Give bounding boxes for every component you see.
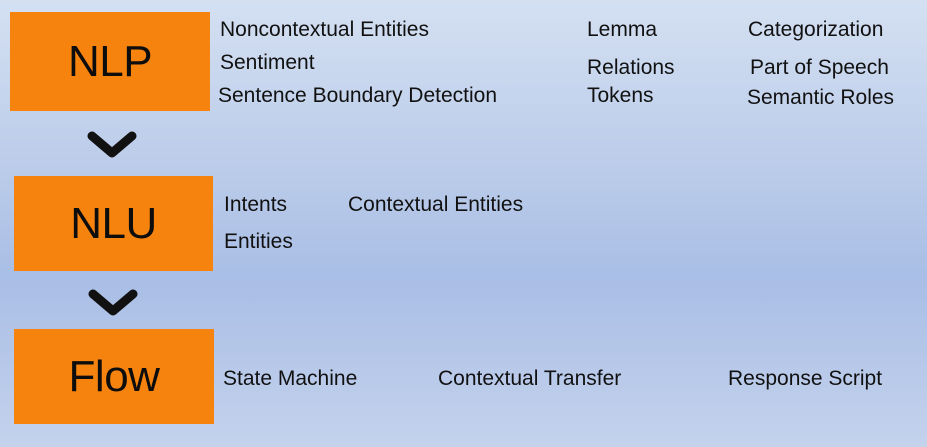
nlp-item-relations: Relations bbox=[587, 56, 675, 79]
stage-box-flow: Flow bbox=[14, 329, 214, 424]
nlp-item-part-of-speech: Part of Speech bbox=[750, 56, 889, 79]
nlp-item-tokens: Tokens bbox=[587, 84, 654, 107]
chevron-down-icon bbox=[87, 131, 137, 158]
nlu-item-entities: Entities bbox=[224, 230, 293, 253]
flow-item-contextual-transfer: Contextual Transfer bbox=[438, 367, 622, 390]
nlp-item-categorization: Categorization bbox=[748, 18, 884, 41]
stage-box-nlu: NLU bbox=[14, 176, 213, 271]
nlp-item-noncontextual-entities: Noncontextual Entities bbox=[220, 18, 429, 41]
stage-label-nlp: NLP bbox=[67, 36, 153, 86]
nlp-item-sentiment: Sentiment bbox=[220, 51, 315, 74]
flow-item-response-script: Response Script bbox=[728, 367, 883, 390]
nlp-item-lemma: Lemma bbox=[587, 18, 658, 41]
nlu-item-contextual-entities: Contextual Entities bbox=[348, 193, 524, 216]
stage-label-flow: Flow bbox=[68, 351, 160, 401]
nlp-item-sentence-boundary-detection: Sentence Boundary Detection bbox=[218, 84, 498, 107]
nlp-item-semantic-roles: Semantic Roles bbox=[747, 86, 895, 109]
chevron-down-icon bbox=[88, 289, 138, 316]
stage-box-nlp: NLP bbox=[10, 12, 210, 111]
stage-label-nlu: NLU bbox=[70, 198, 157, 248]
nlu-item-intents: Intents bbox=[224, 193, 288, 216]
flow-item-state-machine: State Machine bbox=[223, 367, 358, 390]
